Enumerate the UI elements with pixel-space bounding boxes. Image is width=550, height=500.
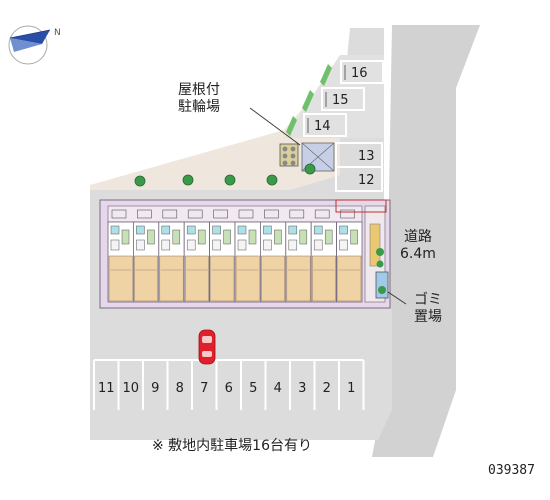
property-id: 039387	[488, 463, 535, 478]
apartment-unit	[336, 209, 363, 303]
apartment-unit	[209, 209, 236, 303]
grass-strip	[286, 116, 297, 136]
parking-space-number: 9	[151, 381, 159, 396]
bike-stand	[279, 143, 299, 167]
apartment-unit	[310, 209, 338, 303]
parking-space-number: 3	[298, 381, 306, 396]
road	[372, 25, 480, 457]
right-parking-group: 13 12	[335, 142, 383, 192]
diagonal-parking-strip	[284, 55, 384, 138]
apartment-unit	[259, 209, 287, 303]
parking-space-number: 14	[314, 119, 331, 134]
grass-strip	[302, 90, 314, 112]
parking-space-number: 5	[249, 381, 257, 396]
parking-space-number: 6	[225, 381, 233, 396]
parking-space-number: 13	[358, 149, 375, 164]
apartment-units	[107, 209, 363, 303]
compass-icon	[8, 25, 51, 65]
car-icon	[198, 329, 216, 365]
parking-space-number: 11	[98, 381, 115, 396]
tree-icon	[134, 175, 146, 187]
parking-space-number: 1	[347, 381, 355, 396]
apartment-unit	[285, 209, 312, 303]
garbage-label: ゴミ 置場	[414, 292, 442, 326]
compass-north-label: N	[54, 28, 61, 38]
apartment-unit	[107, 209, 134, 303]
trees	[134, 163, 316, 187]
parking-space-number: 8	[176, 381, 184, 396]
tree-icon	[224, 174, 236, 186]
leader-line	[249, 107, 301, 146]
parking-footnote: ※ 敷地内駐車場16台有り	[152, 438, 312, 454]
garbage-area	[375, 248, 407, 305]
parking-space-number: 10	[122, 381, 139, 396]
bicycle-parking-label: 屋根付 駐輪場	[178, 82, 220, 116]
apartment-unit	[183, 209, 210, 303]
tree-icon	[266, 174, 278, 186]
apartment-unit	[132, 209, 160, 303]
bicycle-parking-label-line2: 駐輪場	[178, 99, 220, 115]
bottom-parking-row: 11 10 9 8 7 6 5 4 3 2 1	[93, 359, 365, 410]
garbage-label-line1: ゴミ	[414, 292, 442, 308]
apartment-unit	[234, 209, 261, 303]
apartment-unit	[158, 209, 185, 303]
parking-space-number: 15	[332, 93, 349, 108]
tree-icon	[304, 163, 316, 175]
parking-space-number: 16	[351, 66, 368, 81]
garbage-label-line2: 置場	[414, 309, 442, 325]
road-label: 道路 6.4m	[400, 229, 436, 263]
parking-space-number: 2	[323, 381, 331, 396]
grass-strip	[320, 64, 332, 86]
road-label-line2: 6.4m	[400, 246, 436, 262]
bicycle-parking	[301, 142, 335, 172]
bicycle-parking-label-line1: 屋根付	[178, 82, 220, 98]
road-label-line1: 道路	[403, 229, 432, 245]
parking-space-number: 12	[358, 173, 375, 188]
garden-area	[90, 65, 340, 190]
parking-space-number: 4	[274, 381, 282, 396]
tree-icon	[182, 174, 194, 186]
parking-space-number: 7	[200, 381, 208, 396]
